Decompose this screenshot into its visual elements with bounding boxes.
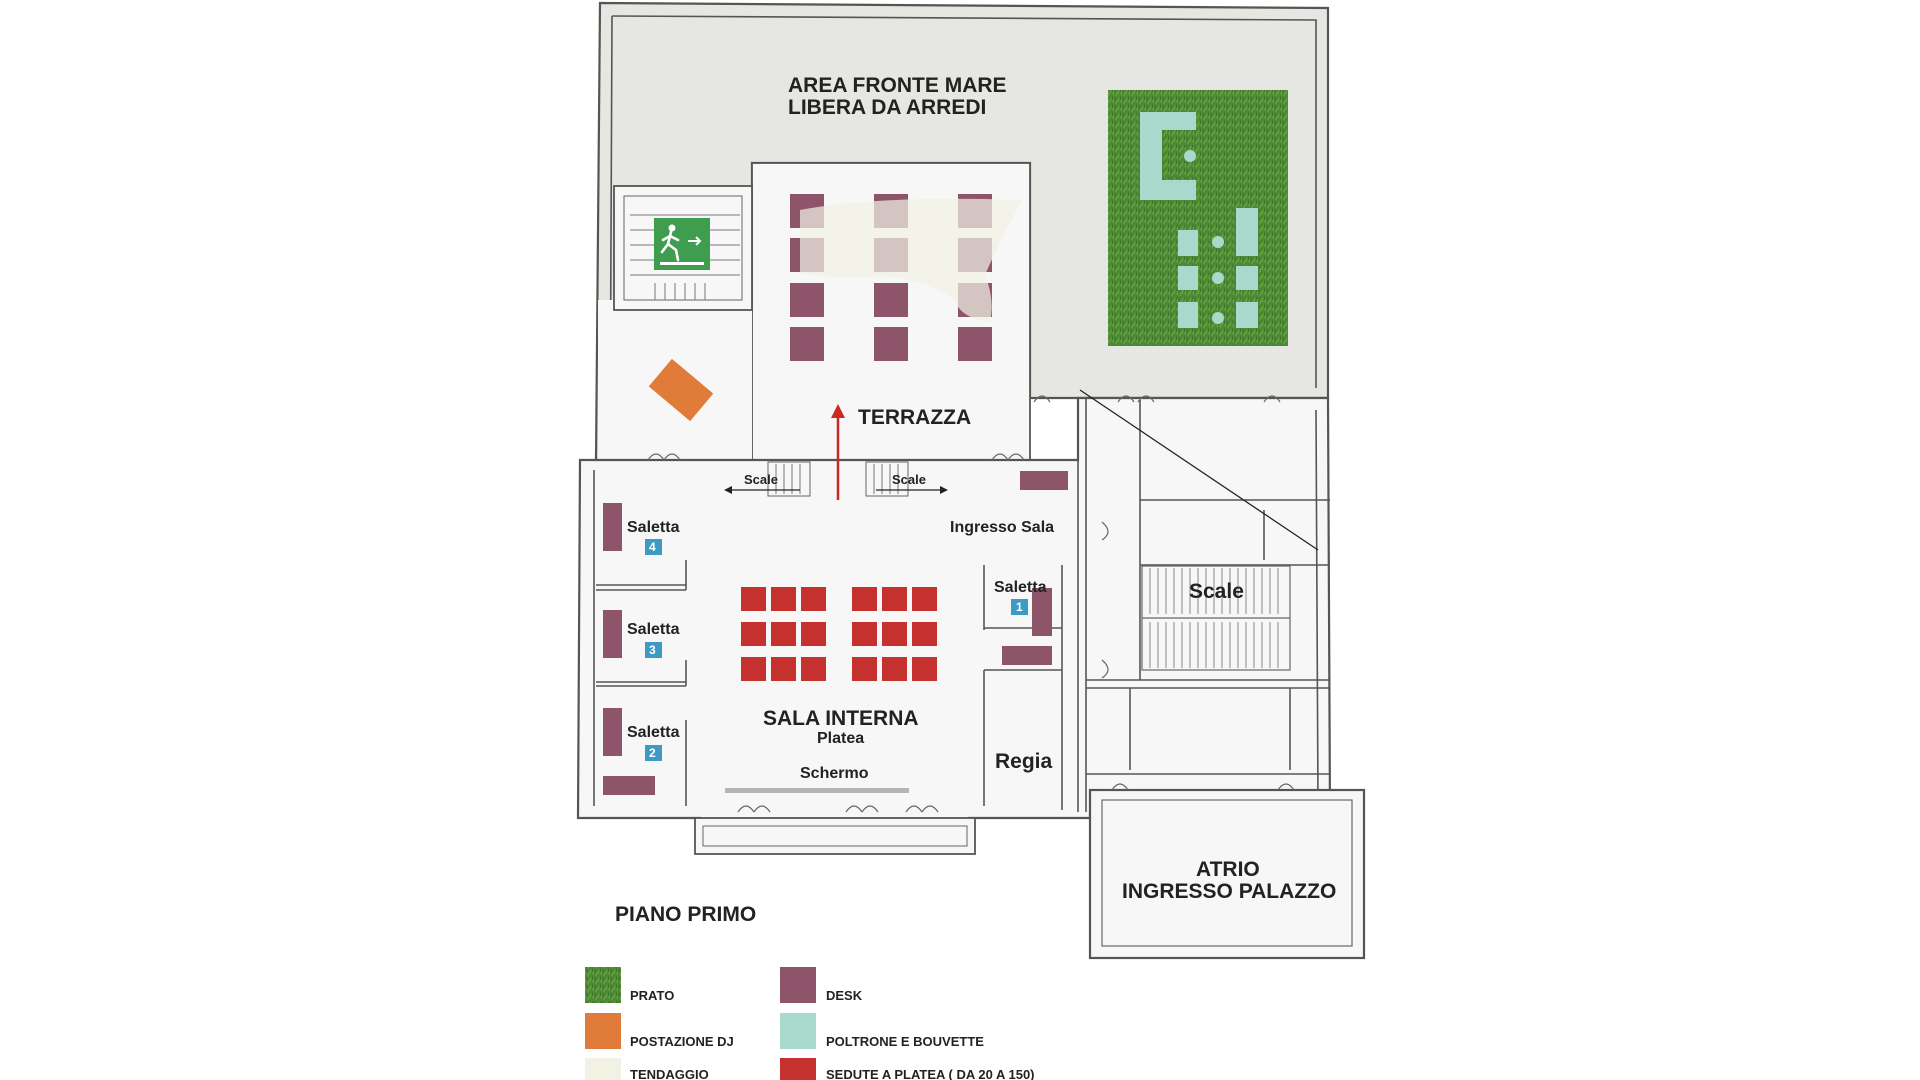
legend-label-dj: POSTAZIONE DJ [630,1034,734,1049]
interior-walls [596,398,1330,812]
legend-label-tendaggio: TENDAGGIO [630,1067,709,1080]
diagonal-line [1079,389,1319,551]
piano-primo-label: PIANO PRIMO [615,903,756,926]
platea-label: Platea [817,730,864,747]
legend: PRATO POSTAZIONE DJ TENDAGGIO DESK POLTR… [585,967,1035,1080]
direction-arrow [831,404,845,500]
emergency-exit-icon [654,218,710,270]
legend-label-desk: DESK [826,988,863,1003]
scale-stair-label: Scale [1189,580,1244,603]
main-staircase [1141,565,1291,671]
legend-swatch-tendaggio [585,1058,621,1080]
saletta-2-label: Saletta [627,724,680,741]
legend-swatch-sedute [780,1058,816,1080]
area-fronte-mare-label: AREA FRONTE MARE [788,74,1007,97]
sala-desks [603,471,1068,795]
saletta-4-number: 4 [649,540,656,554]
saletta-2-number: 2 [649,746,656,760]
saletta-1-number: 1 [1016,600,1023,614]
terrazza-label: TERRAZZA [858,406,971,429]
prato-area [1108,90,1288,346]
legend-label-sedute: SEDUTE A PLATEA ( DA 20 A 150) [826,1067,1035,1080]
doors [647,395,1295,813]
ingresso-sala-label: Ingresso Sala [950,519,1054,536]
legend-swatch-prato [585,967,621,1003]
scale-right-label: Scale [892,472,926,487]
saletta-4-label: Saletta [627,519,680,536]
saletta-3-label: Saletta [627,621,680,638]
postazione-dj [648,358,714,422]
sala-interna-label: SALA INTERNA [763,707,919,730]
saletta-1-label: Saletta [994,579,1047,596]
scale-small-right [865,461,948,497]
scale-left-label: Scale [744,472,778,487]
legend-swatch-poltrone [780,1013,816,1049]
scale-small-left [724,461,811,497]
regia-label: Regia [995,750,1053,773]
legend-label-poltrone: POLTRONE E BOUVETTE [826,1034,984,1049]
atrio-label: ATRIO [1196,858,1260,881]
tendaggio-overlay [800,198,1022,322]
area-fronte-mare-sublabel: LIBERA DA ARREDI [788,96,986,119]
screen [725,788,909,793]
legend-swatch-dj [585,1013,621,1049]
atrio-sublabel: INGRESSO PALAZZO [1122,880,1336,903]
schermo-label: Schermo [800,765,869,782]
platea-seats [741,587,937,681]
stair-block-terrace [613,185,753,311]
legend-label-prato: PRATO [630,988,674,1003]
saletta-3-number: 3 [649,643,656,657]
saletta-number-badges [645,539,1028,761]
legend-swatch-desk [780,967,816,1003]
